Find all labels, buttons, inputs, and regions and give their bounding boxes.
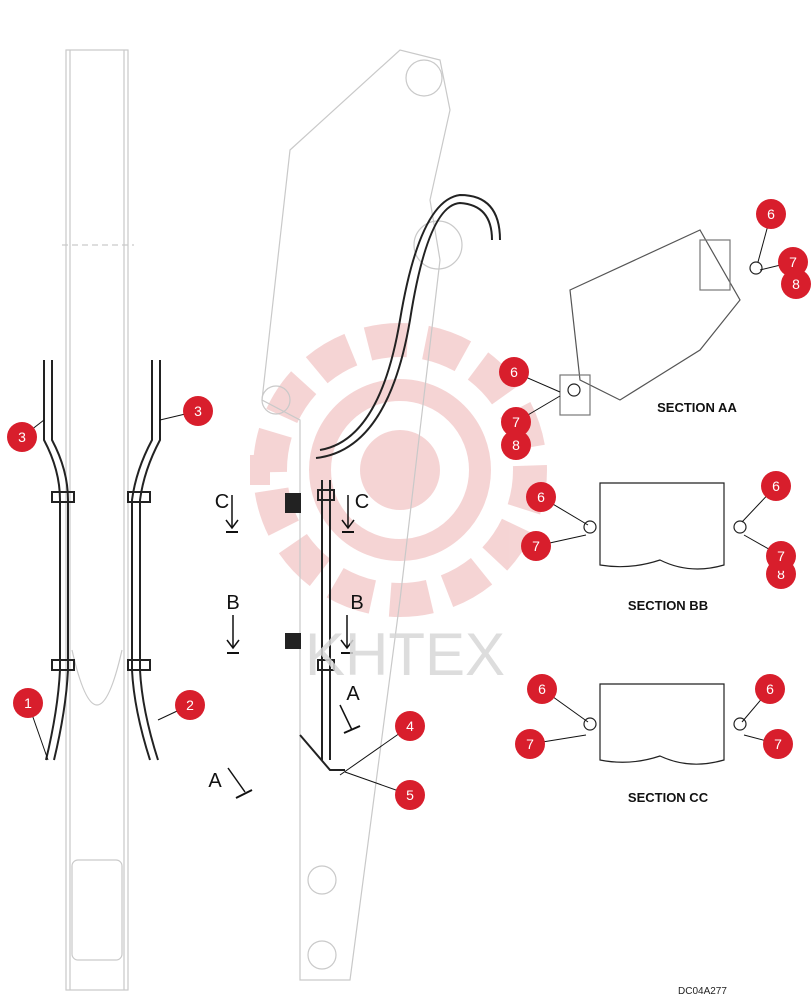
callout-circle (778, 247, 808, 277)
callout-number: 7 (532, 538, 540, 554)
callout-bb6a: 6 (526, 482, 556, 512)
callout-number: 7 (526, 736, 534, 752)
callout-circle (501, 430, 531, 460)
callout-number: 7 (512, 414, 520, 430)
callout-circle (175, 690, 205, 720)
view-marker-c-left: C (215, 491, 239, 533)
callout-circle (756, 199, 786, 229)
callout-c2: 2 (175, 690, 205, 720)
callout-number: 1 (24, 695, 32, 711)
callout-number: 3 (194, 403, 202, 419)
callout-number: 8 (777, 566, 785, 582)
section-cc-drawing (583, 683, 747, 765)
callout-number: 8 (792, 276, 800, 292)
callout-number: 6 (766, 681, 774, 697)
callout-c3a: 3 (7, 422, 37, 452)
callout-number: 6 (510, 364, 518, 380)
svg-text:A: A (346, 683, 360, 705)
callout-number: 6 (767, 206, 775, 222)
callout-aa6a: 6 (499, 357, 529, 387)
section-aa-drawing (559, 229, 763, 416)
boom-top-view (62, 49, 134, 991)
callout-circle (7, 422, 37, 452)
callout-cc7a: 7 (515, 729, 545, 759)
svg-text:C: C (355, 491, 369, 513)
callout-aa7b: 7 (778, 247, 808, 277)
callout-circle (763, 729, 793, 759)
callout-circle (761, 471, 791, 501)
callout-bb7a: 7 (521, 531, 551, 561)
callout-c5: 5 (395, 780, 425, 810)
callout-circle (515, 729, 545, 759)
callout-number: 4 (406, 718, 414, 734)
callout-circle (13, 688, 43, 718)
watermark-text: KHTEX (305, 621, 505, 688)
callout-c4: 4 (395, 711, 425, 741)
view-marker-b-right: B (340, 592, 364, 654)
callout-number: 3 (18, 429, 26, 445)
view-marker-a-upper: A (339, 683, 361, 734)
section-cc-title: SECTION CC (628, 790, 709, 805)
callout-circle (501, 407, 531, 437)
callout-cc6a: 6 (527, 674, 557, 704)
callout-circle (755, 674, 785, 704)
callout-circle (395, 711, 425, 741)
callout-c3b: 3 (183, 396, 213, 426)
callout-number: 2 (186, 697, 194, 713)
svg-text:A: A (208, 770, 222, 792)
boom-side-view (261, 49, 463, 981)
callout-circle (395, 780, 425, 810)
callout-number: 6 (538, 681, 546, 697)
view-marker-c-right: C (341, 491, 369, 533)
section-bb-drawing (583, 482, 747, 570)
svg-text:C: C (215, 491, 229, 513)
section-aa-title: SECTION AA (657, 400, 737, 415)
callout-circle (527, 674, 557, 704)
view-marker-b-left: B (226, 592, 240, 654)
boom-top-hoses (43, 360, 161, 761)
callout-aa7a: 7 (501, 407, 531, 437)
callout-cc6b: 6 (755, 674, 785, 704)
callout-aa8a: 8 (501, 430, 531, 460)
callout-number: 8 (512, 437, 520, 453)
svg-text:B: B (350, 592, 363, 614)
callout-c1: 1 (13, 688, 43, 718)
callout-number: 7 (789, 254, 797, 270)
callout-circle (766, 541, 796, 571)
callout-circle (526, 482, 556, 512)
callout-aa8b: 8 (781, 269, 811, 299)
drawing-code: DC04A277 (678, 986, 727, 997)
callout-number: 5 (406, 787, 414, 803)
watermark-gear-logo (250, 323, 547, 617)
callout-number: 7 (777, 548, 785, 564)
callout-number: 7 (774, 736, 782, 752)
section-bb-title: SECTION BB (628, 598, 708, 613)
callout-circle (781, 269, 811, 299)
callout-cc7b: 7 (763, 729, 793, 759)
callout-number: 6 (537, 489, 545, 505)
callout-aa6b: 6 (756, 199, 786, 229)
callout-circle (521, 531, 551, 561)
callout-bb7b: 7 (766, 541, 796, 571)
view-marker-a-lower: A (208, 767, 253, 799)
callout-circle (499, 357, 529, 387)
boom-side-hoses (285, 193, 501, 771)
callout-number: 6 (772, 478, 780, 494)
callout-bb6b: 6 (761, 471, 791, 501)
callout-circle (183, 396, 213, 426)
svg-text:B: B (226, 592, 239, 614)
